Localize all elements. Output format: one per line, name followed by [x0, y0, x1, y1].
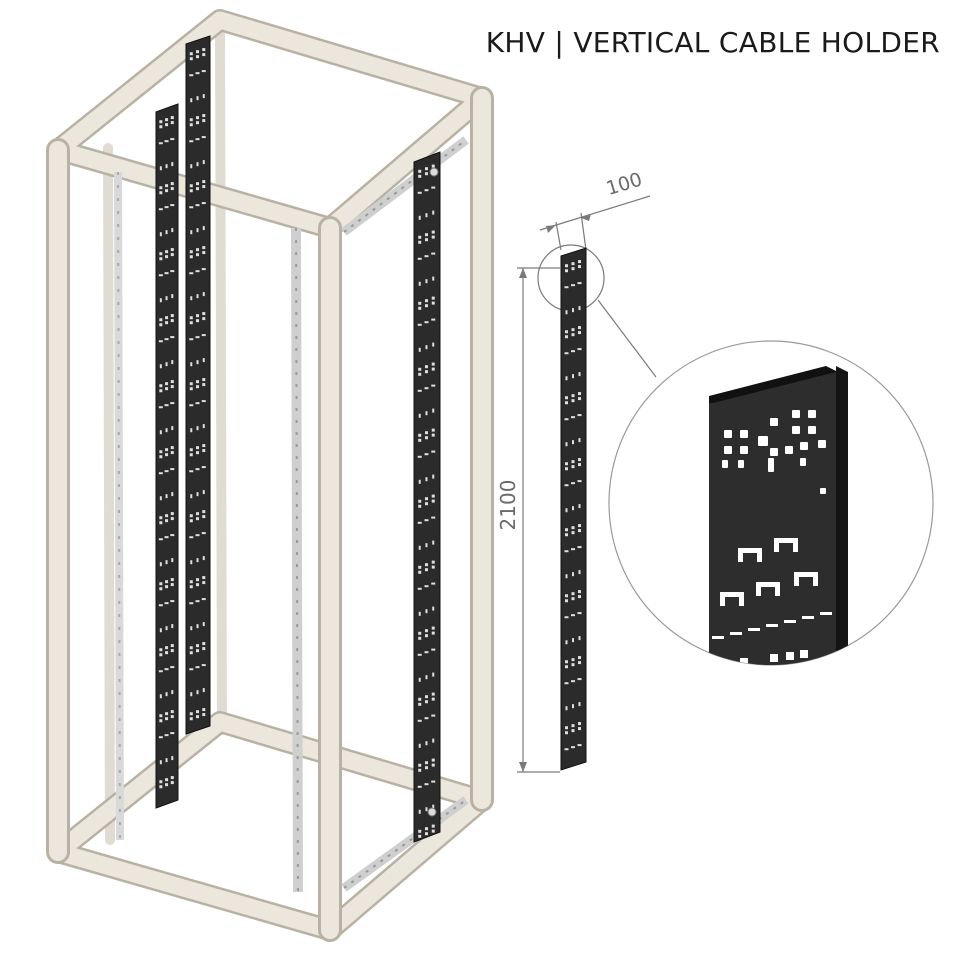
zoom-slot	[730, 632, 742, 635]
page-title: KHV | VERTICAL CABLE HOLDER	[485, 26, 940, 59]
zoom-c-cutout	[720, 592, 744, 606]
standalone-cable-holder	[560, 247, 587, 771]
zoom-slot	[712, 636, 724, 639]
cabinet-panel-back-right	[185, 35, 211, 735]
dimension-arrows	[519, 214, 591, 772]
zoom-slot	[784, 620, 796, 623]
height-dimension-label: 2100	[496, 480, 520, 531]
standalone-panel-body-perforations	[564, 260, 582, 751]
cabinet-panel-back-left-perforations	[158, 116, 175, 789]
zoom-slot	[802, 616, 814, 619]
zoom-c-cutout	[756, 582, 780, 596]
zoom-slot	[766, 624, 778, 627]
mount-knob-bottom	[427, 807, 437, 817]
zoom-c-cutout	[794, 572, 818, 586]
zoom-c-cutout	[774, 538, 798, 552]
cabinet-panel-front-right-perforations	[417, 164, 436, 838]
zoom-panel-top	[709, 366, 838, 404]
zoom-lower-hole	[786, 652, 794, 660]
zoom-lower-hole	[722, 660, 730, 665]
zoom-lower-hole	[800, 650, 808, 658]
zoom-c-cutout	[738, 548, 762, 562]
standalone-panel-body	[560, 247, 587, 771]
zoom-lower-hole	[770, 654, 778, 662]
width-dimension-label: 100	[604, 168, 645, 200]
zoom-lower-hole	[740, 658, 748, 665]
zoom-panel-side	[836, 366, 848, 665]
zoom-slot	[748, 628, 760, 631]
zoom-slot	[820, 612, 832, 615]
cabinet-panel-back-right-perforations	[189, 48, 206, 721]
mount-knob-top	[429, 167, 439, 177]
mounting-rails	[114, 136, 469, 893]
zoom-detail	[709, 366, 848, 665]
cable-holder-panels	[155, 35, 441, 843]
cabinet-panel-back-left	[155, 103, 179, 809]
cabinet-panel-front-right	[413, 151, 441, 843]
